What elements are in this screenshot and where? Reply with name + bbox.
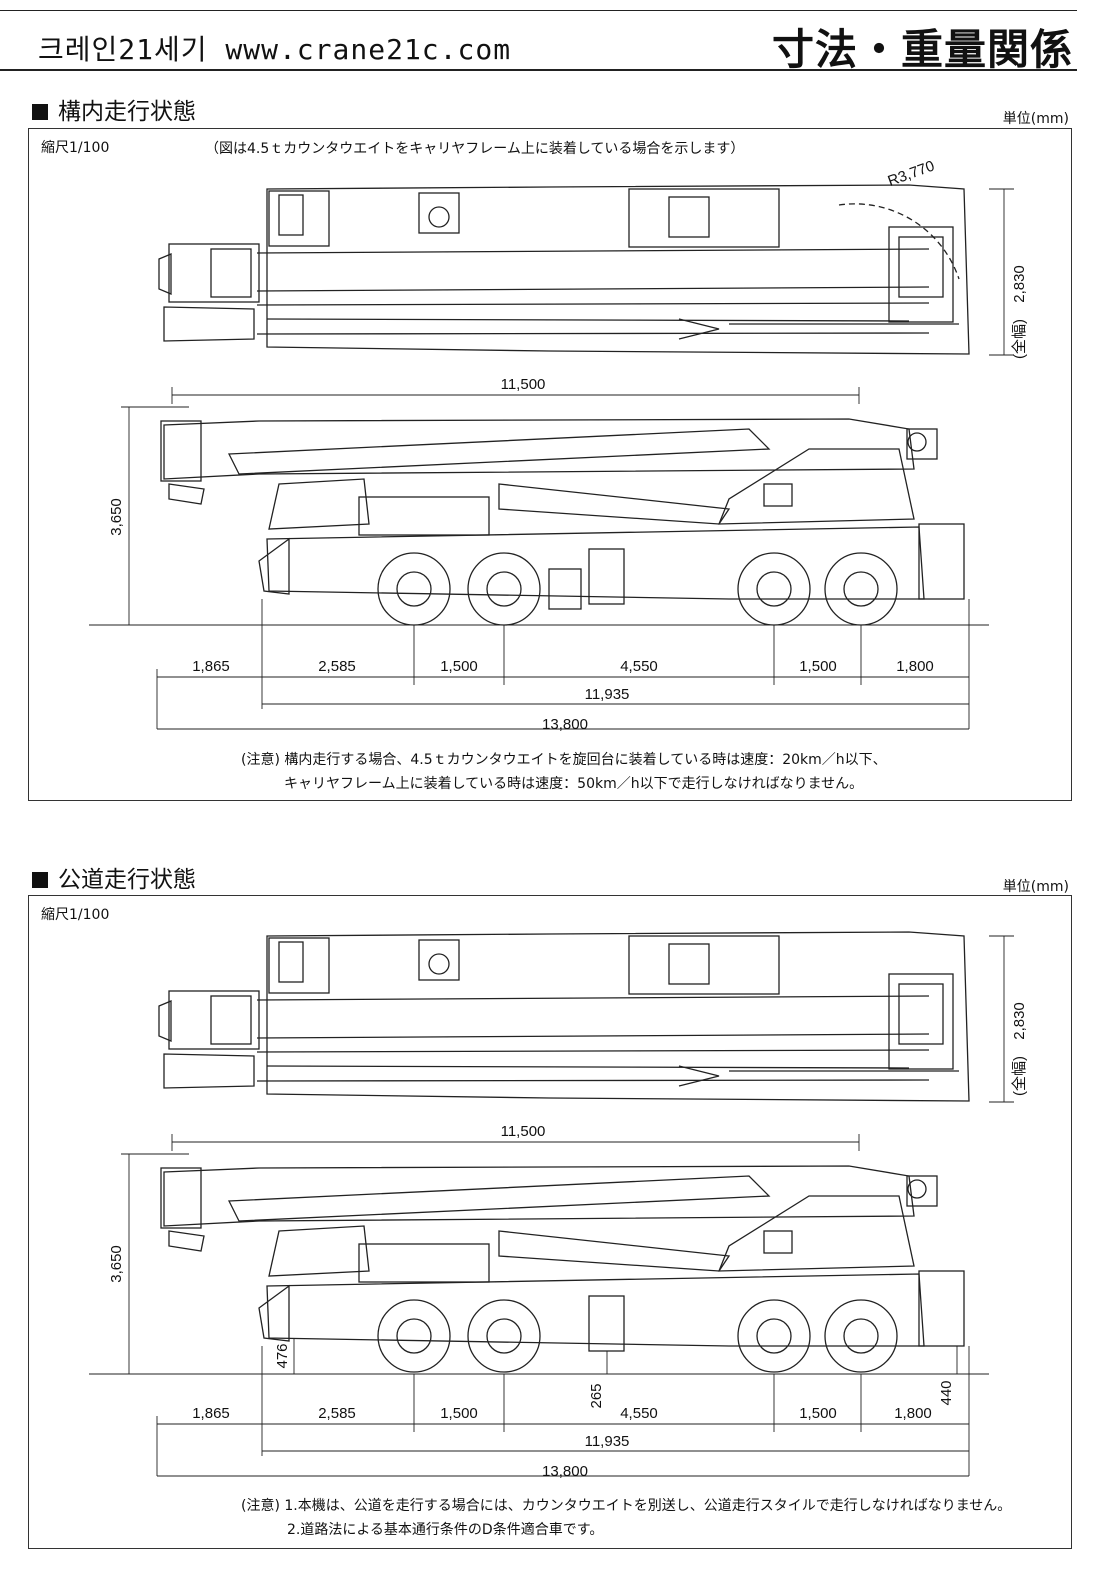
dim-width-label: (全幅) [1010,319,1028,359]
scale-label: 縮尺1/100 [41,140,110,156]
dim-seg-4: 4,550 [620,1405,658,1422]
crane-side-view [89,418,989,626]
square-bullet-icon [32,872,48,888]
dim-height: 3,650 [108,1245,125,1283]
dim-seg-4: 4,550 [620,658,658,675]
diagram-caption: （図は4.5ｔカウンタウエイトをキャリヤフレーム上に装着している場合を示します） [205,141,745,157]
section-title-yard: 構内走行状態 [32,92,196,126]
crane-top-view [158,184,970,355]
crane-side-view [89,1165,989,1375]
dim-seg-5: 1,500 [799,658,837,675]
scale-label: 縮尺1/100 [41,907,110,923]
dim-wheelbase-total: 11,935 [585,1433,630,1450]
dim-height: 3,650 [108,498,125,536]
site-name: 크레인21세기 www.crane21c.com [38,33,512,66]
dim-width-label: (全幅) [1010,1056,1028,1096]
dim-seg-3: 1,500 [440,658,478,675]
panel-yard-travel: 縮尺1/100 （図は4.5ｔカウンタウエイトをキャリヤフレーム上に装着している… [28,128,1072,801]
dim-boom-length: 11,500 [501,1123,546,1140]
crane-drawing-yard: R3,770 2,830 (全幅) 11,500 3,650 1,865 2,5… [89,157,1028,733]
dim-seg-2: 2,585 [318,1405,356,1422]
dimension-lines [121,188,1014,730]
dim-seg-3: 1,500 [440,1405,478,1422]
unit-label: 単位(mm) [1002,879,1069,895]
section-title-road: 公道走行状態 [32,860,196,894]
unit-label: 単位(mm) [1002,111,1069,127]
page-title: 寸法・重量関係 [771,25,1073,74]
dimension-lines [121,935,1014,1477]
dim-seg-1: 1,865 [192,658,230,675]
dim-width: 2,830 [1011,1002,1028,1040]
dim-seg-1: 1,865 [192,1405,230,1422]
dim-ground-rear: 440 [938,1380,955,1405]
dim-overall-length: 13,800 [542,1463,588,1480]
dim-seg-2: 2,585 [318,658,356,675]
dim-wheelbase-total: 11,935 [585,686,630,703]
dim-width: 2,830 [1011,265,1028,303]
square-bullet-icon [32,104,48,120]
crane-top-view [158,931,970,1102]
dim-boom-length: 11,500 [501,376,546,393]
dim-seg-6: 1,800 [894,1405,932,1422]
dim-seg-6: 1,800 [896,658,934,675]
note-line-1: (注意) 1.本機は、公道を走行する場合には、カウンタウエイトを別送し、公道走行… [241,1498,1012,1514]
note-line-2: キャリヤフレーム上に装着している時は速度：50km／h以下で走行しなければなりま… [284,776,864,792]
panel-road-travel: 縮尺1/100 [28,895,1072,1549]
crane-drawing-road: 2,830 (全幅) 11,500 3,650 476 265 440 1,86… [89,931,1028,1480]
dim-overall-length: 13,800 [542,716,588,733]
dim-seg-5: 1,500 [799,1405,837,1422]
header-rule-bottom [0,69,1077,71]
dim-ground-front: 476 [274,1343,291,1368]
note-line-2: 2.道路法による基本通行条件のD条件適合車です。 [287,1522,604,1538]
note-line-1: (注意) 構内走行する場合、4.5ｔカウンタウエイトを旋回台に装着している時は速… [241,752,887,768]
header-rule-top [0,10,1077,11]
dim-ground-mid: 265 [588,1383,605,1408]
